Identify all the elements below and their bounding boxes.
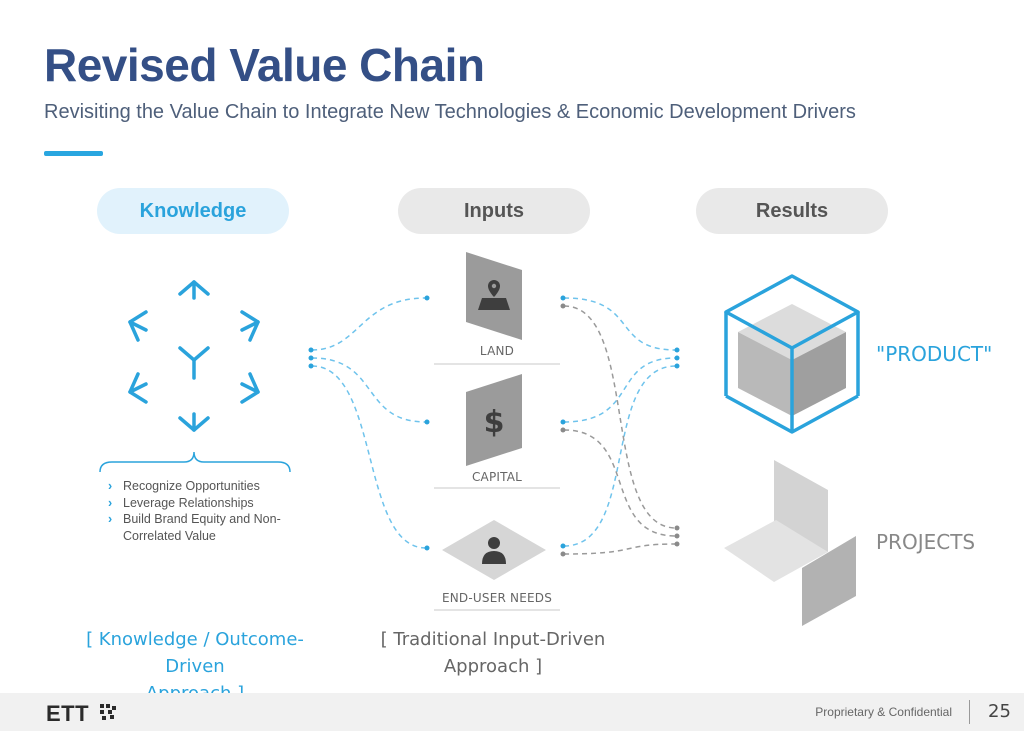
list-item: ›Recognize Opportunities bbox=[108, 479, 260, 493]
product-label: "PRODUCT" bbox=[876, 342, 993, 366]
chevron-right-icon: › bbox=[108, 479, 113, 493]
input-connector-dots bbox=[560, 295, 680, 557]
results-pill: Results bbox=[696, 188, 888, 234]
chevron-right-icon: › bbox=[108, 495, 113, 510]
knowledge-pill: Knowledge bbox=[97, 188, 289, 234]
land-label: LAND bbox=[479, 344, 515, 358]
projects-label: PROJECTS bbox=[876, 530, 976, 554]
knowledge-brace bbox=[99, 451, 291, 473]
input-result-connectors-blue bbox=[563, 297, 677, 547]
logo-mark-icon bbox=[100, 704, 116, 720]
cube-icon bbox=[724, 274, 860, 434]
end-user-needs-label: END-USER NEEDS bbox=[441, 591, 553, 605]
page-title: Revised Value Chain bbox=[44, 39, 485, 91]
map-pin-icon bbox=[478, 280, 510, 310]
knowledge-bullet-list: ›Recognize Opportunities ›Leverage Relat… bbox=[108, 478, 308, 544]
list-item: ›Leverage Relationships bbox=[108, 495, 254, 510]
footer-divider bbox=[969, 700, 970, 724]
company-logo: ETT bbox=[46, 701, 90, 726]
list-item: ›Build Brand Equity and Non-Correlated V… bbox=[108, 512, 281, 543]
person-icon bbox=[482, 537, 506, 564]
confidential-notice: Proprietary & Confidential bbox=[815, 705, 952, 719]
dollar-icon: $ bbox=[484, 405, 505, 440]
input-result-connectors-gray bbox=[563, 305, 677, 555]
inputs-pill: Inputs bbox=[398, 188, 590, 234]
title-accent-bar bbox=[44, 151, 103, 156]
capital-label: CAPITAL bbox=[471, 470, 523, 484]
chevron-right-icon: › bbox=[108, 512, 113, 526]
knowledge-arrows-icon bbox=[128, 280, 260, 432]
value-chain-diagram: $ bbox=[99, 252, 860, 626]
footer: ETT Proprietary & Confidential 25 bbox=[0, 693, 1024, 731]
page-number: 25 bbox=[988, 701, 1011, 722]
end-user-needs-shape bbox=[442, 520, 546, 580]
page-subtitle: Revisiting the Value Chain to Integrate … bbox=[44, 101, 856, 123]
traditional-approach-caption: [ Traditional Input-Driven Approach ] bbox=[380, 629, 606, 677]
open-book-planes-icon bbox=[724, 460, 856, 626]
knowledge-connector-dots bbox=[308, 295, 430, 551]
knowledge-connectors bbox=[311, 297, 427, 549]
capital-shape bbox=[466, 374, 522, 466]
